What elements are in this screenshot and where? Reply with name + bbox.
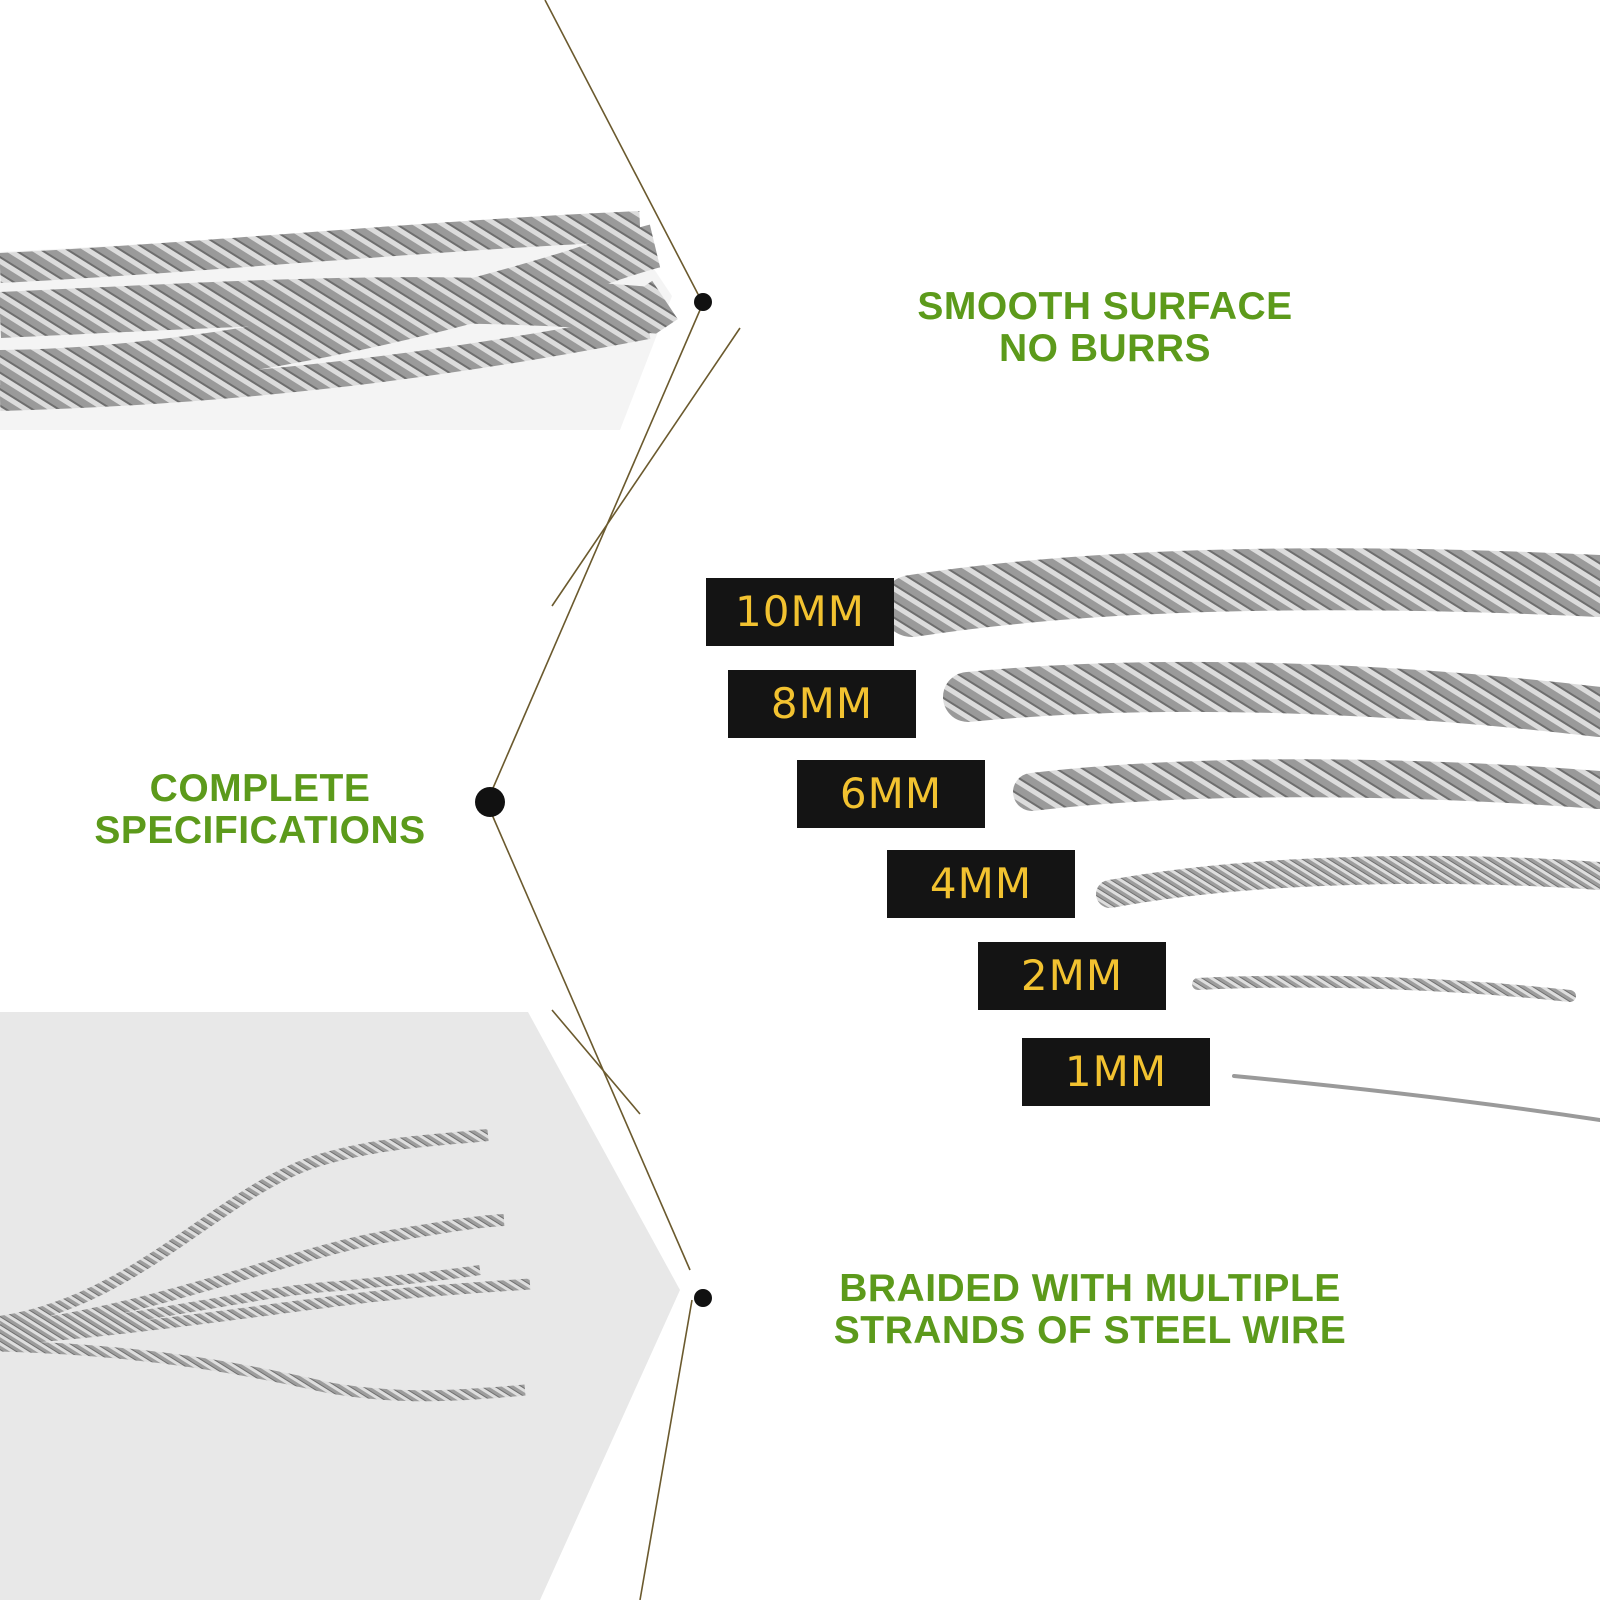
cable-samples: [881, 548, 1600, 1122]
cable-sample-10mm: [881, 548, 1600, 637]
strands-panel-image: [0, 1012, 680, 1600]
cable-sample-8mm: [943, 661, 1600, 737]
connector-dot-bottom: [694, 1289, 712, 1307]
cable-sample-6mm: [1013, 759, 1600, 811]
size-tag-10mm: 10MM: [706, 578, 894, 646]
feature-line: BRAIDED WITH MULTIPLE: [839, 1267, 1341, 1310]
cable-sample-1mm: [1232, 1074, 1600, 1122]
connector-dot-top: [694, 293, 712, 311]
feature-braided-strands: BRAIDED WITH MULTIPLE STRANDS OF STEEL W…: [800, 1268, 1380, 1352]
connector-dot-middle: [475, 787, 505, 817]
size-tag-4mm: 4MM: [887, 850, 1075, 918]
feature-line: STRANDS OF STEEL WIRE: [833, 1309, 1347, 1352]
feature-line: SPECIFICATIONS: [94, 809, 426, 852]
cable-closeup-image: [0, 211, 678, 430]
feature-complete-specifications: COMPLETE SPECIFICATIONS: [60, 768, 460, 852]
size-tag-6mm: 6MM: [797, 760, 985, 828]
size-tag-8mm: 8MM: [728, 670, 916, 738]
feature-smooth-surface: SMOOTH SURFACE NO BURRS: [880, 286, 1330, 370]
feature-line: SMOOTH SURFACE: [917, 285, 1293, 328]
connector-lines: [489, 0, 741, 1600]
size-tag-1mm: 1MM: [1022, 1038, 1210, 1106]
feature-line: COMPLETE: [149, 767, 371, 810]
size-tag-2mm: 2MM: [978, 942, 1166, 1010]
feature-line: NO BURRS: [998, 327, 1211, 370]
cable-sample-2mm: [1192, 975, 1576, 1002]
cable-sample-4mm: [1096, 855, 1600, 908]
